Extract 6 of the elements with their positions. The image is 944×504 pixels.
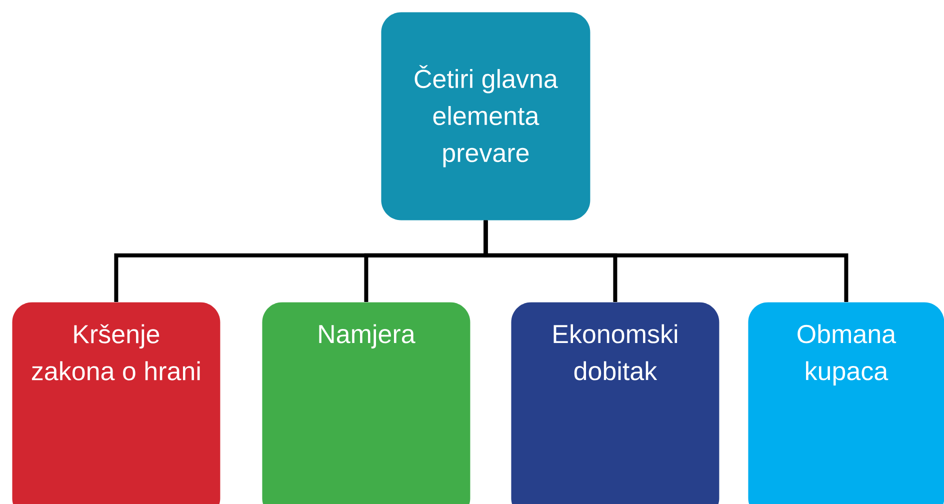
category-box: Ekonomski dobitak <box>511 302 720 504</box>
category-box: Kršenje zakona o hrani <box>12 302 220 504</box>
connector <box>484 220 848 302</box>
category-box: Namjera <box>262 302 470 504</box>
category-box: Obmana kupaca <box>748 302 944 504</box>
title-box: Četiri glavna elementa prevare <box>381 12 590 220</box>
